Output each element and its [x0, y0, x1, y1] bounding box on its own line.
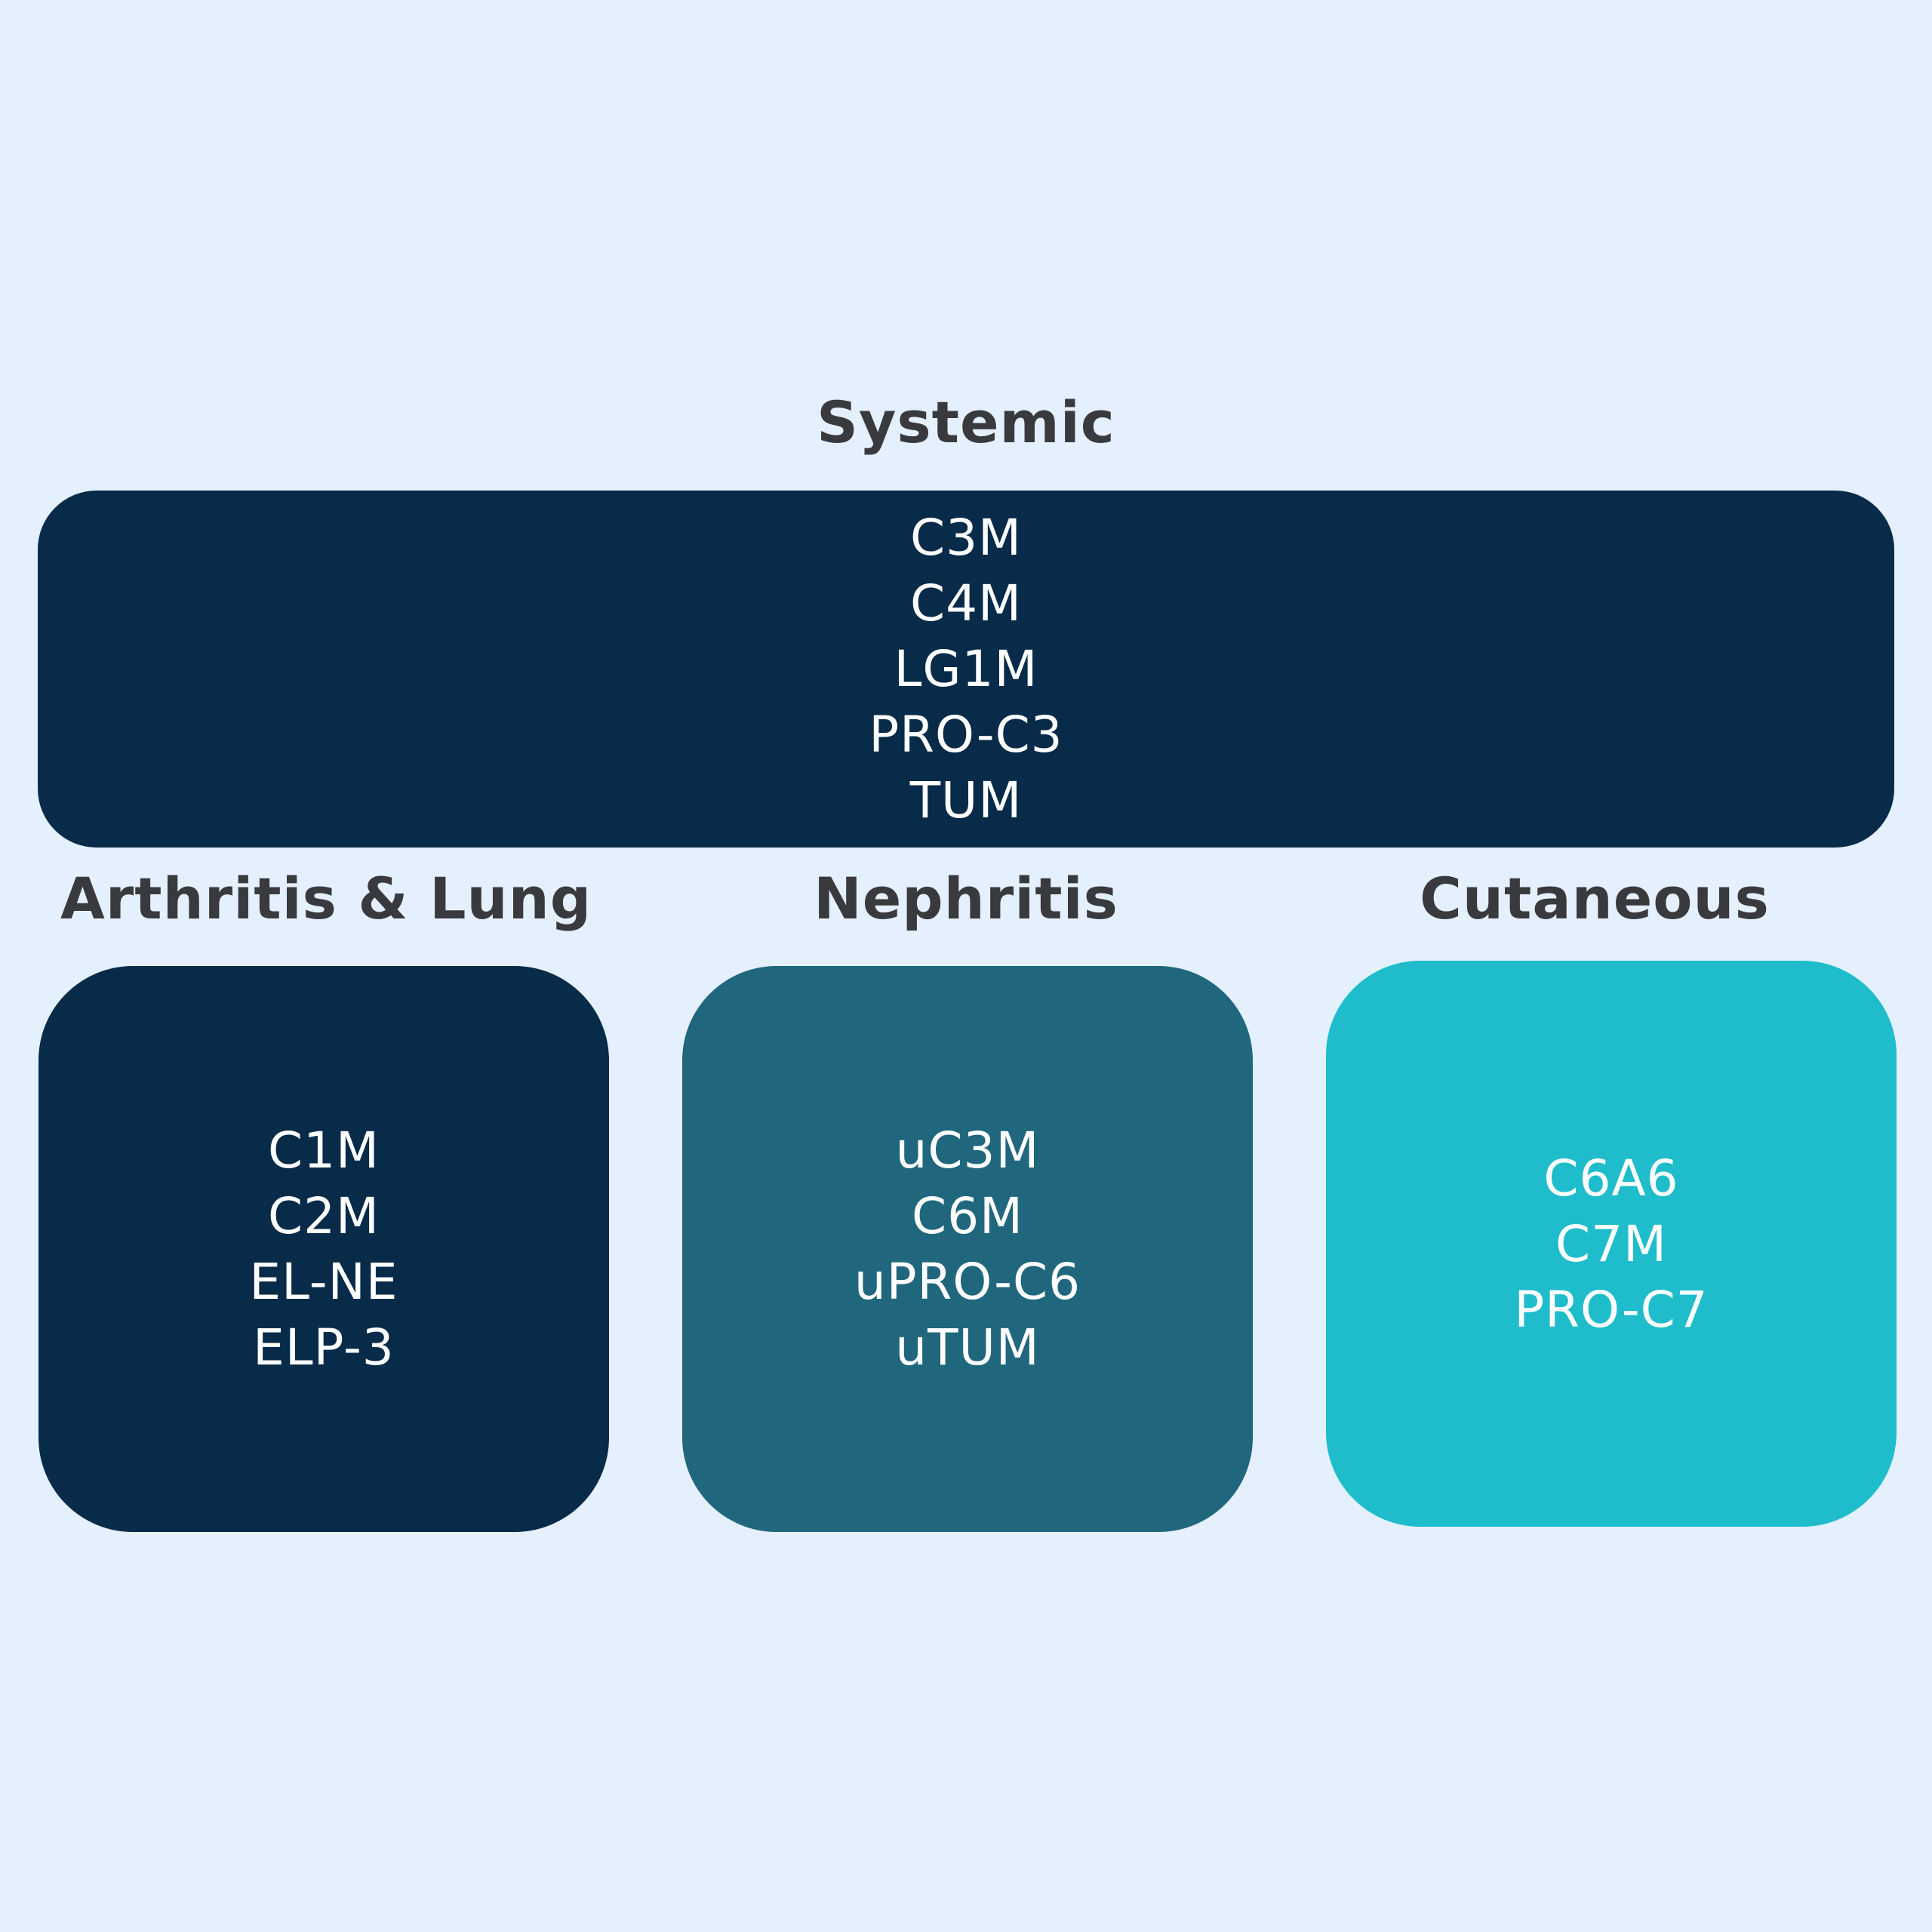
systemic-marker: C3M — [909, 509, 1023, 567]
systemic-heading: Systemic — [817, 389, 1115, 456]
cutaneous-box: C6A6 C7M PRO-C7 — [1326, 961, 1897, 1527]
systemic-marker: C4M — [909, 574, 1023, 632]
cutaneous-marker: C7M — [1555, 1214, 1668, 1273]
nephritis-marker: uPRO-C6 — [854, 1253, 1081, 1311]
nephritis-marker: uC3M — [895, 1121, 1040, 1180]
cutaneous-marker: PRO-C7 — [1514, 1280, 1709, 1339]
cutaneous-marker: C6A6 — [1543, 1149, 1679, 1208]
arthritis-lung-heading: Arthritis & Lung — [60, 865, 592, 932]
systemic-marker: PRO-C3 — [869, 706, 1063, 764]
nephritis-marker: uTUM — [895, 1318, 1040, 1377]
cutaneous-heading: Cutaneous — [1420, 865, 1770, 932]
systemic-marker: LG1M — [894, 640, 1038, 698]
nephritis-heading: Nephritis — [814, 865, 1118, 932]
systemic-marker: TUM — [909, 771, 1023, 829]
systemic-box: C3M C4M LG1M PRO-C3 TUM — [38, 491, 1894, 848]
arthritis-lung-marker: ELP-3 — [253, 1318, 395, 1377]
nephritis-box: uC3M C6M uPRO-C6 uTUM — [682, 966, 1253, 1532]
arthritis-lung-marker: C1M — [267, 1121, 380, 1180]
arthritis-lung-marker: C2M — [267, 1187, 380, 1245]
arthritis-lung-box: C1M C2M EL-NE ELP-3 — [38, 966, 609, 1532]
arthritis-lung-marker: EL-NE — [249, 1253, 398, 1311]
nephritis-marker: C6M — [911, 1187, 1024, 1245]
